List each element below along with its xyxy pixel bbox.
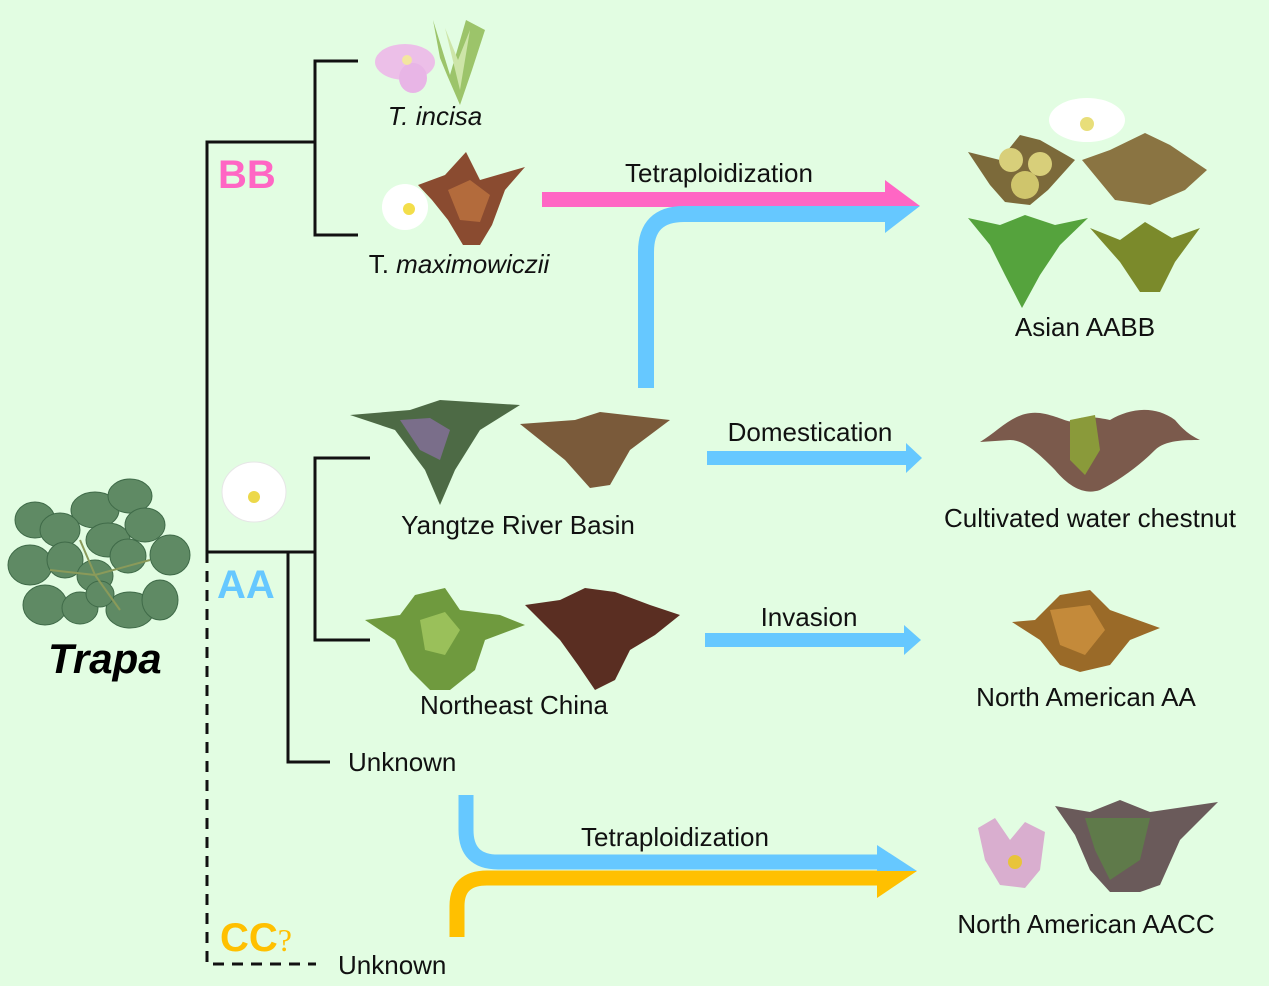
clade-label-cc: CC? — [220, 918, 292, 958]
taxon-label-unknown-cc: Unknown — [338, 950, 447, 980]
north-american-aacc-image — [978, 800, 1218, 892]
arrowhead-yellow — [877, 871, 917, 898]
invasion-arrow — [705, 625, 921, 655]
outcome-label-asian-aabb: Asian AABB — [1014, 312, 1156, 342]
arrowhead-blue — [877, 845, 917, 871]
arrowhead-pink — [885, 180, 920, 206]
taxon-label-t-maximowiczii: T. maximowiczii — [369, 251, 550, 277]
cc-dashed-branch — [205, 552, 316, 966]
bb-split — [313, 59, 358, 237]
aa-unknown-branch — [286, 552, 330, 764]
taxon-label-northeast-china: Northeast China — [420, 690, 608, 720]
clade-label-bb: BB — [218, 153, 276, 197]
trapa-rosette-image — [7, 478, 191, 629]
phylogeny-tree — [205, 59, 370, 966]
cultivated-chestnut-image — [980, 409, 1200, 492]
process-label-tetraploidization-bottom: Tetraploidization — [581, 822, 769, 852]
genus-abbrev: T. — [368, 249, 397, 279]
domestication-arrow — [707, 443, 922, 473]
process-label-domestication: Domestication — [727, 417, 893, 447]
taxon-label-t-incisa: T. incisa — [387, 101, 483, 131]
process-label-tetraploidization-top: Tetraploidization — [625, 158, 813, 188]
t-maximowiczii-image — [382, 152, 525, 245]
taxon-label-yangtze: Yangtze River Basin — [401, 510, 635, 540]
taxon-label-unknown-aa: Unknown — [348, 747, 457, 777]
genus-title: Trapa — [48, 635, 162, 682]
tetraploidization-arrow-bottom — [449, 795, 917, 937]
clade-cc-question: ? — [277, 922, 292, 958]
pink-band — [542, 192, 887, 207]
clade-cc-text: CC — [220, 916, 278, 960]
process-label-invasion: Invasion — [760, 602, 858, 632]
yellow-curved-band — [449, 870, 880, 937]
outcome-label-cultivated: Cultivated water chestnut — [944, 503, 1236, 533]
yangtze-fruits-image — [350, 400, 670, 505]
northeast-fruits-image — [365, 588, 680, 690]
outcome-label-north-american-aacc: North American AACC — [957, 909, 1215, 939]
blue-curved-band — [458, 795, 880, 870]
arrowhead-blue — [885, 206, 920, 233]
asian-aabb-image — [968, 98, 1207, 308]
clade-label-aa: AA — [217, 563, 275, 607]
aa-inner-split — [313, 456, 370, 642]
blue-curved-band — [638, 206, 887, 388]
species-epithet: maximowiczii — [396, 249, 550, 279]
north-american-aa-image — [1012, 590, 1160, 672]
aa-flower-image — [221, 461, 287, 523]
tetraploidization-arrow-top — [542, 180, 920, 388]
t-incisa-image — [375, 20, 485, 105]
root-stem-bb — [205, 140, 315, 552]
outcome-label-north-american-aa: North American AA — [976, 682, 1196, 712]
